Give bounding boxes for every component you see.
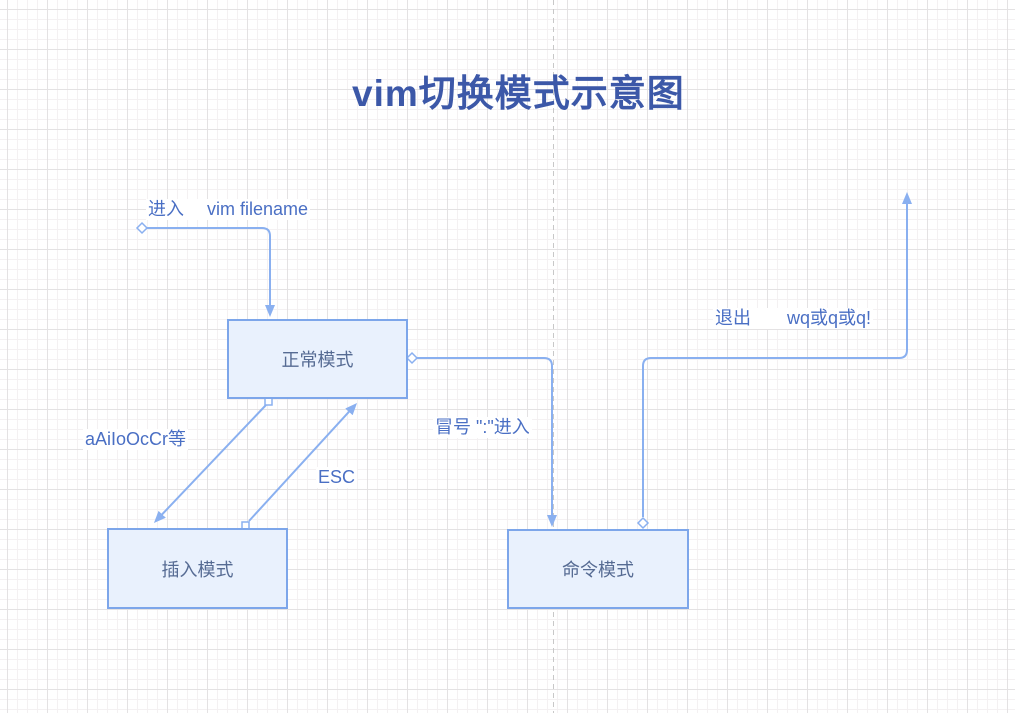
label-enter-gap (184, 199, 207, 220)
node-normal-mode-label: 正常模式 (281, 350, 354, 370)
label-enter-keyword: 进入 (148, 199, 184, 219)
edge-normal-to-insert-line (153, 404, 267, 523)
edge-normal-to-insert-handle (264, 397, 273, 406)
label-exit-command: wq或q或q! (787, 308, 872, 328)
node-command-mode-label: 命令模式 (562, 560, 634, 580)
edge-command-to-exit[interactable] (636, 192, 912, 530)
label-exit-keyword: 退出 (715, 308, 751, 328)
label-enter-command: vim filename (207, 199, 309, 219)
edge-command-to-exit-line (642, 192, 912, 517)
edge-command-to-exit-start-diamond (636, 516, 650, 530)
label-insert-keys[interactable]: aAiIoOcCr等 (83, 429, 189, 450)
edge-enter-line (147, 227, 275, 317)
edge-enter-start-diamond (135, 221, 149, 235)
node-insert-mode-label: 插入模式 (161, 559, 234, 580)
edge-normal-to-command[interactable] (405, 351, 557, 527)
node-normal-mode[interactable]: 正常模式 (227, 319, 408, 399)
edge-normal-to-command-start-diamond (405, 351, 419, 365)
edge-normal-to-command-line (417, 357, 557, 527)
edge-enter[interactable] (135, 221, 275, 317)
edge-normal-to-insert[interactable] (153, 397, 273, 523)
label-exit-gap (751, 308, 787, 329)
label-esc[interactable]: ESC (316, 467, 358, 488)
label-exit[interactable]: 退出 wq或q或q! (713, 308, 874, 329)
diagram-title[interactable]: vim切换模式示意图 (352, 73, 685, 114)
node-command-mode[interactable]: 命令模式 (507, 529, 689, 609)
edge-insert-to-normal-line (248, 402, 358, 522)
label-enter[interactable]: 进入 vim filename (146, 199, 311, 220)
node-insert-mode[interactable]: 插入模式 (107, 528, 288, 609)
label-colon-enter[interactable]: 冒号 ":"进入 (433, 417, 532, 438)
